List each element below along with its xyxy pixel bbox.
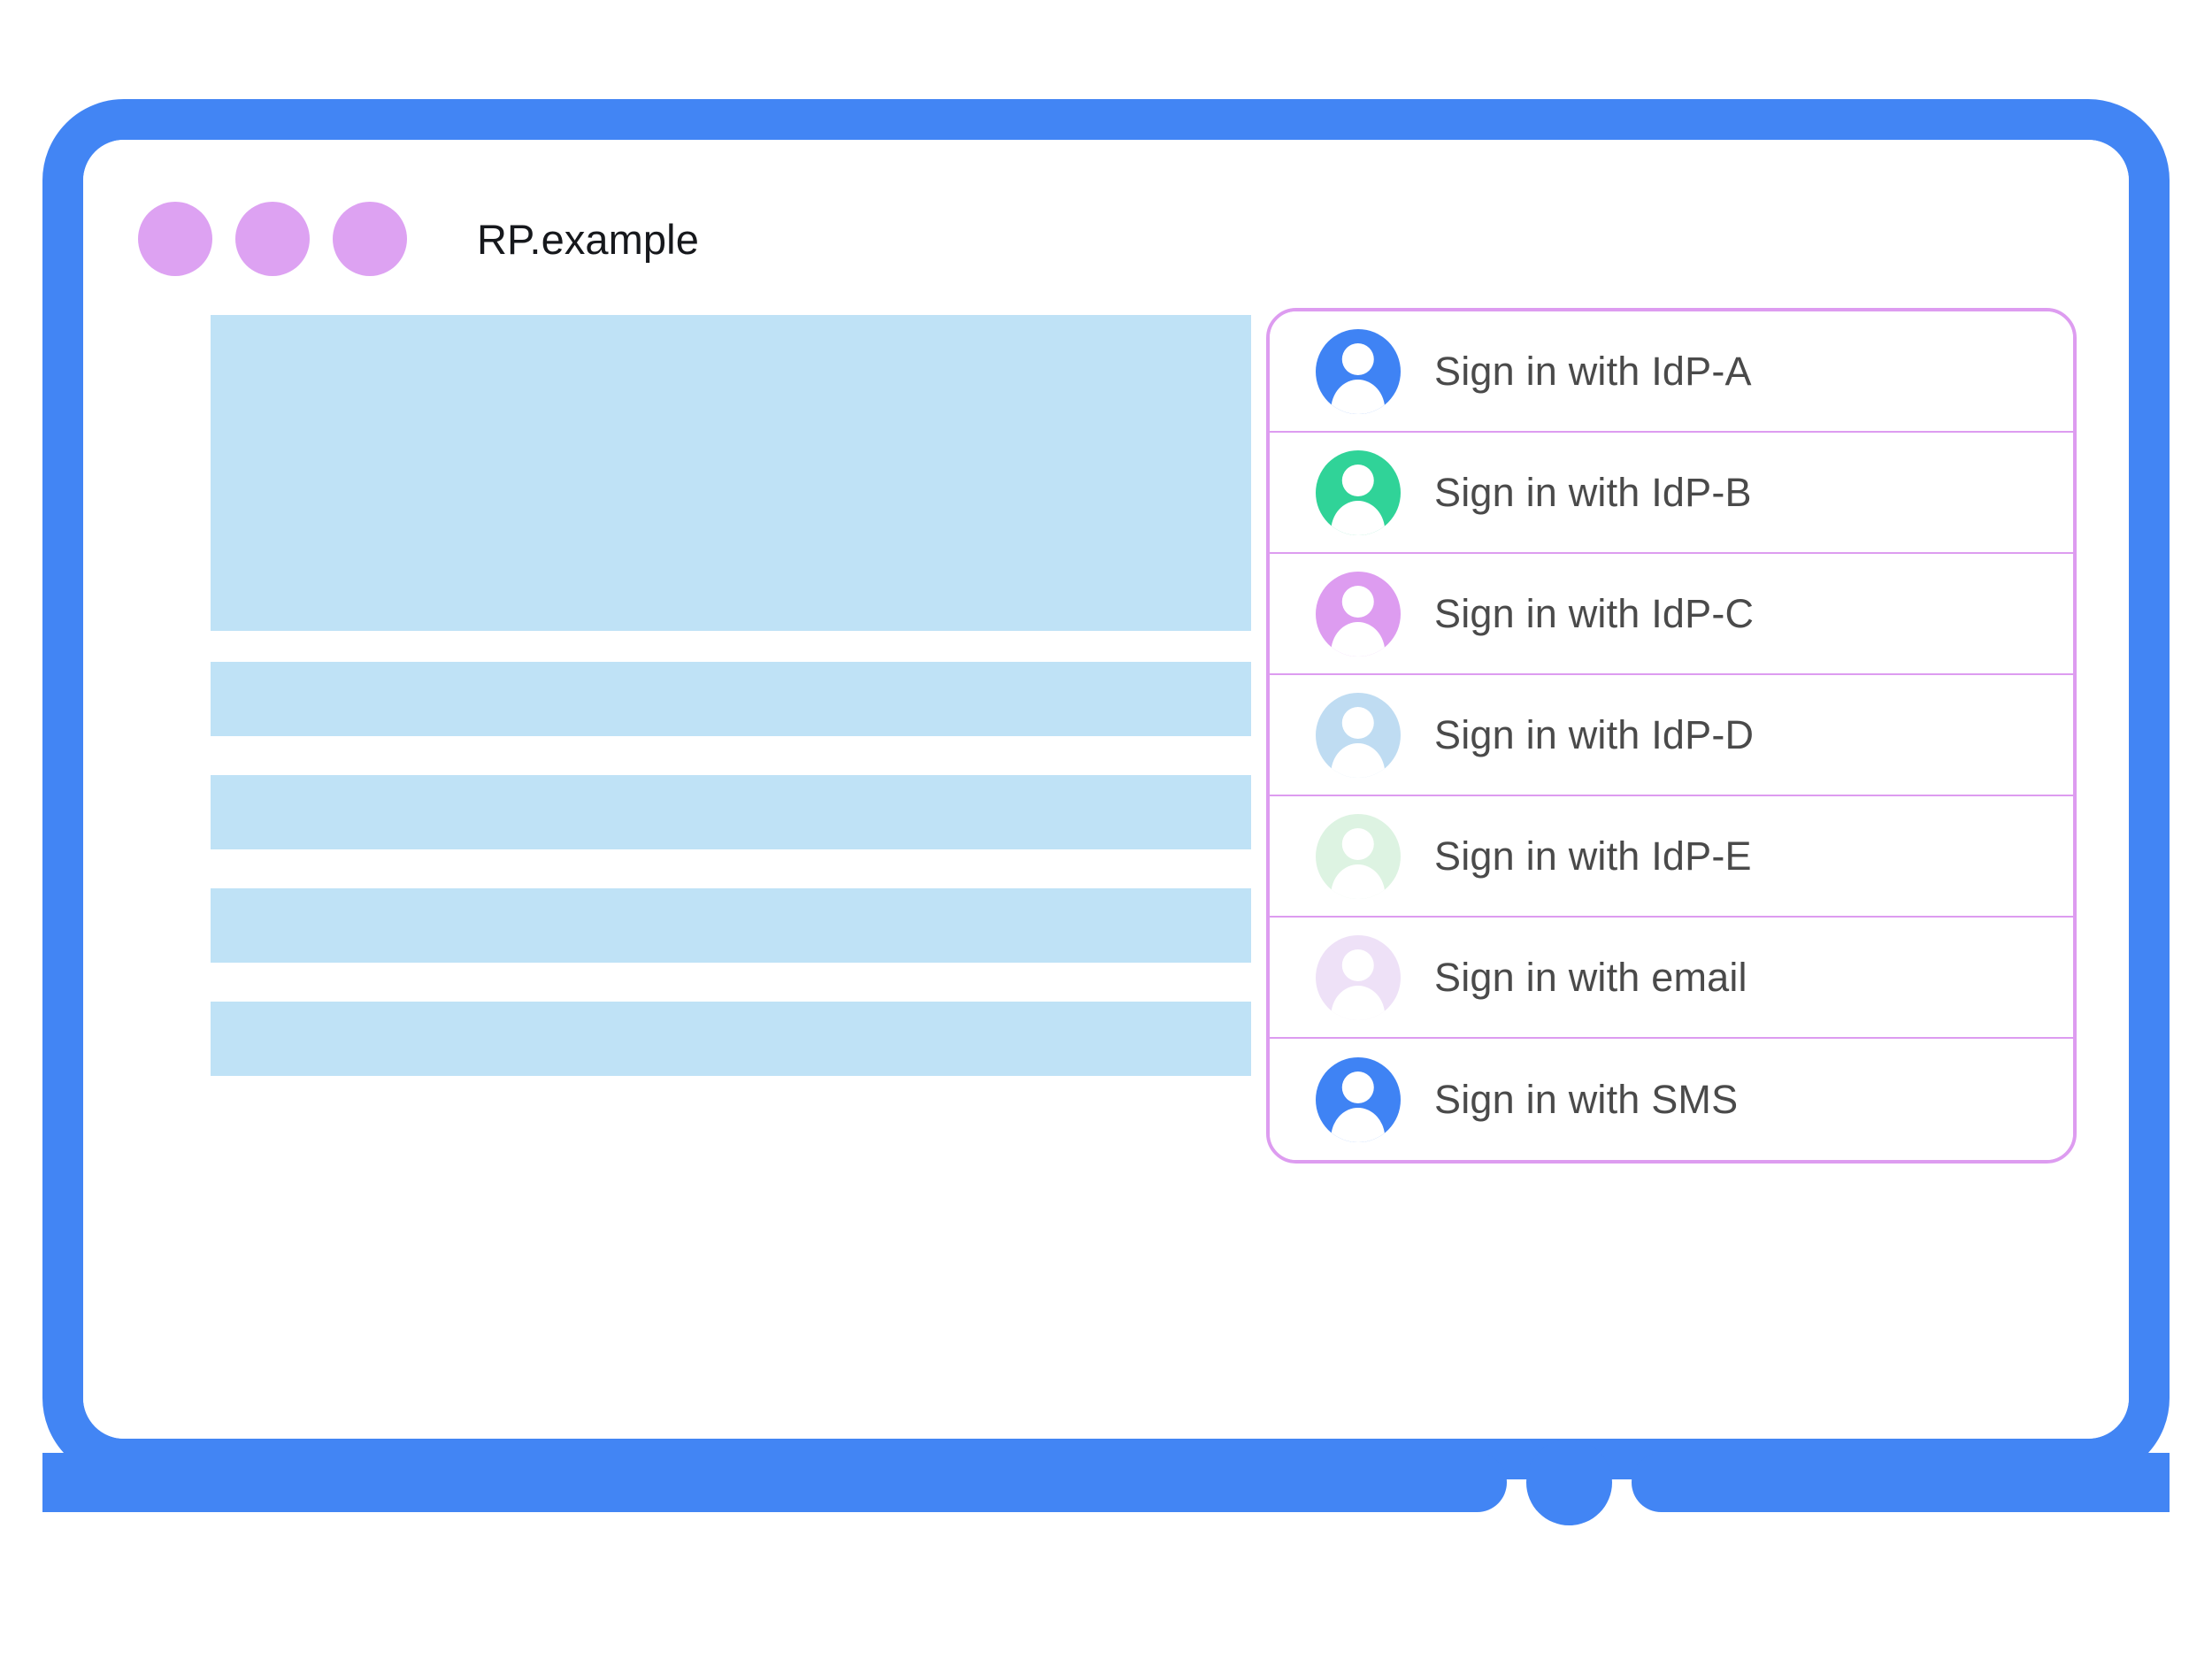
text-line-placeholder-2: [211, 775, 1251, 849]
title-bar: RP.example: [138, 195, 699, 283]
device-frame: RP.example Sign in with IdP-A Sign i: [42, 99, 2170, 1479]
account-option-sms[interactable]: Sign in with SMS: [1270, 1039, 2073, 1160]
account-option-label: Sign in with SMS: [1434, 1076, 1739, 1122]
home-button[interactable]: [1526, 1439, 1612, 1525]
account-avatar-icon: [1316, 328, 1401, 414]
page-content-placeholder: [211, 315, 1251, 1076]
text-line-placeholder-3: [211, 888, 1251, 963]
page-title: RP.example: [477, 215, 699, 263]
window-dot-2[interactable]: [235, 202, 310, 276]
account-option-idp-b[interactable]: Sign in with IdP-B: [1270, 433, 2073, 554]
account-chooser-dialog: Sign in with IdP-A Sign in with IdP-B Si…: [1266, 308, 2077, 1164]
text-line-placeholder-4: [211, 1002, 1251, 1076]
account-avatar-icon: [1316, 692, 1401, 778]
account-option-idp-a[interactable]: Sign in with IdP-A: [1270, 311, 2073, 433]
account-option-email[interactable]: Sign in with email: [1270, 918, 2073, 1039]
account-option-idp-c[interactable]: Sign in with IdP-C: [1270, 554, 2073, 675]
browser-page: RP.example Sign in with IdP-A Sign i: [83, 140, 2129, 1439]
account-option-idp-e[interactable]: Sign in with IdP-E: [1270, 796, 2073, 918]
text-line-placeholder-1: [211, 662, 1251, 736]
account-option-label: Sign in with IdP-C: [1434, 590, 1755, 636]
account-option-label: Sign in with IdP-D: [1434, 711, 1755, 757]
account-option-idp-d[interactable]: Sign in with IdP-D: [1270, 675, 2073, 796]
account-avatar-icon: [1316, 449, 1401, 535]
account-option-label: Sign in with IdP-E: [1434, 833, 1752, 879]
account-option-label: Sign in with IdP-A: [1434, 348, 1752, 394]
window-dot-1[interactable]: [138, 202, 212, 276]
account-option-label: Sign in with email: [1434, 954, 1747, 1000]
account-option-label: Sign in with IdP-B: [1434, 469, 1752, 515]
account-avatar-icon: [1316, 813, 1401, 899]
hero-placeholder: [211, 315, 1251, 631]
account-avatar-icon: [1316, 571, 1401, 657]
account-avatar-icon: [1316, 934, 1401, 1020]
window-dot-3[interactable]: [333, 202, 407, 276]
account-avatar-icon: [1316, 1056, 1401, 1142]
